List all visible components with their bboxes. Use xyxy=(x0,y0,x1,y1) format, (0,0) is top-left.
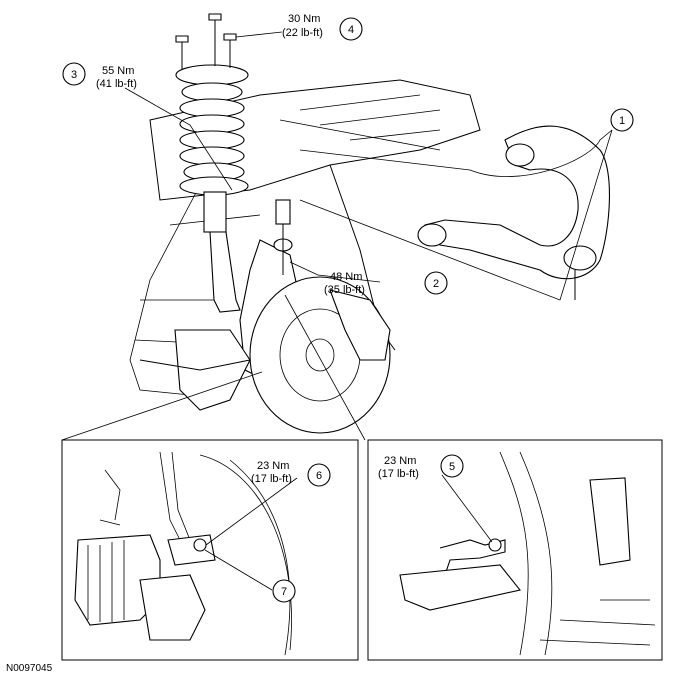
upper-nut-right xyxy=(223,33,237,41)
knuckle-detail xyxy=(139,574,206,641)
callout-7-circle xyxy=(272,579,296,603)
figure-id-label: N0097045 xyxy=(6,663,53,674)
frame-bracket-right xyxy=(589,477,631,566)
callout-4-circle xyxy=(339,17,363,41)
callout-5-circle xyxy=(440,454,464,478)
callout-2: 48 Nm (35 lb-ft) 2 xyxy=(324,271,448,296)
upper-control-arm xyxy=(417,125,611,300)
inset-left-misc xyxy=(99,469,121,526)
callout-5-torque-lbft: (17 lb-ft) xyxy=(378,468,419,480)
lower-arm-edge xyxy=(139,359,251,371)
callout-3-torque-nm: 55 Nm xyxy=(102,65,134,77)
frame-rail-left xyxy=(129,184,201,396)
callout-3-number: 3 xyxy=(71,69,77,81)
callout-7: 7 xyxy=(272,579,296,603)
lower-ball-joint-area xyxy=(174,329,251,411)
callout-1-circle xyxy=(610,108,634,132)
inset-pointer-right xyxy=(284,294,366,441)
callout-6-torque-nm: 23 Nm xyxy=(257,460,289,472)
rotor-edge2-left-inset xyxy=(229,459,291,656)
callout-7-number: 7 xyxy=(281,586,287,598)
callout-4: 30 Nm (22 lb-ft) 4 xyxy=(282,13,363,41)
detail-inset-right xyxy=(367,439,663,661)
crossmember-detail xyxy=(299,94,441,141)
brake-caliper xyxy=(329,289,391,361)
callout-4-number: 4 xyxy=(348,24,354,36)
lower-arm-detail xyxy=(399,564,521,611)
callout-2-torque-lbft: (35 lb-ft) xyxy=(324,284,365,296)
coil-spring-strut xyxy=(175,13,249,313)
upper-nut-center xyxy=(208,13,222,21)
inset-left-frame xyxy=(61,439,359,661)
brake-hose-right xyxy=(439,539,506,591)
callout-5: 23 Nm (17 lb-ft) 5 xyxy=(378,454,464,480)
callout-6-torque-lbft: (17 lb-ft) xyxy=(251,473,292,485)
rotor-edge-left-inset xyxy=(199,454,292,651)
knuckle-and-rotor xyxy=(139,239,391,434)
leader-6 xyxy=(205,477,298,546)
leader-7 xyxy=(204,549,273,591)
rotor-edge-right-inset xyxy=(499,451,529,656)
callout-4-torque-lbft: (22 lb-ft) xyxy=(282,27,323,39)
callout-4-torque-nm: 30 Nm xyxy=(288,13,320,25)
callout-5-torque-nm: 23 Nm xyxy=(384,455,416,467)
callout-3-circle xyxy=(62,62,86,86)
callout-6-circle xyxy=(307,463,331,487)
main-assembly-illustration xyxy=(129,13,611,434)
callout-6: 23 Nm (17 lb-ft) 6 xyxy=(251,460,331,487)
arm-ball-joint xyxy=(563,245,597,271)
leader-lines xyxy=(61,31,613,441)
cv-boot-ribs xyxy=(87,540,125,622)
leader-1b xyxy=(299,129,613,301)
callout-3-torque-lbft: (41 lb-ft) xyxy=(96,78,137,90)
callout-6-number: 6 xyxy=(316,470,322,482)
brake-hose-lines xyxy=(159,451,191,541)
inset-right-misc xyxy=(539,599,656,646)
callout-2-number: 2 xyxy=(433,278,439,290)
callout-5-number: 5 xyxy=(449,461,455,473)
arm-bushing-rear xyxy=(417,223,447,247)
callout-1: 1 xyxy=(610,108,634,132)
callout-2-circle xyxy=(424,271,448,295)
callout-3: 3 55 Nm (41 lb-ft) xyxy=(62,62,137,90)
leader-4 xyxy=(235,31,283,38)
arm-bushing-front xyxy=(505,143,535,167)
leader-5 xyxy=(441,474,493,543)
callout-1-number: 1 xyxy=(619,115,625,127)
rotor-edge2-right-inset xyxy=(519,451,553,656)
inset-right-frame xyxy=(367,439,663,661)
callout-2-torque-nm: 48 Nm xyxy=(330,271,362,283)
upper-nut-left xyxy=(175,35,189,43)
bracket-bolt-left xyxy=(193,538,207,552)
leader-1a xyxy=(299,129,613,177)
detail-inset-left xyxy=(61,439,359,661)
strut-lower xyxy=(209,231,241,313)
stabilizer-link xyxy=(273,199,293,275)
hose-bracket xyxy=(167,534,216,566)
leader-3 xyxy=(124,87,233,191)
inset-pointer-left xyxy=(61,371,263,441)
leader-2 xyxy=(289,261,381,283)
leader-1c xyxy=(279,119,441,151)
